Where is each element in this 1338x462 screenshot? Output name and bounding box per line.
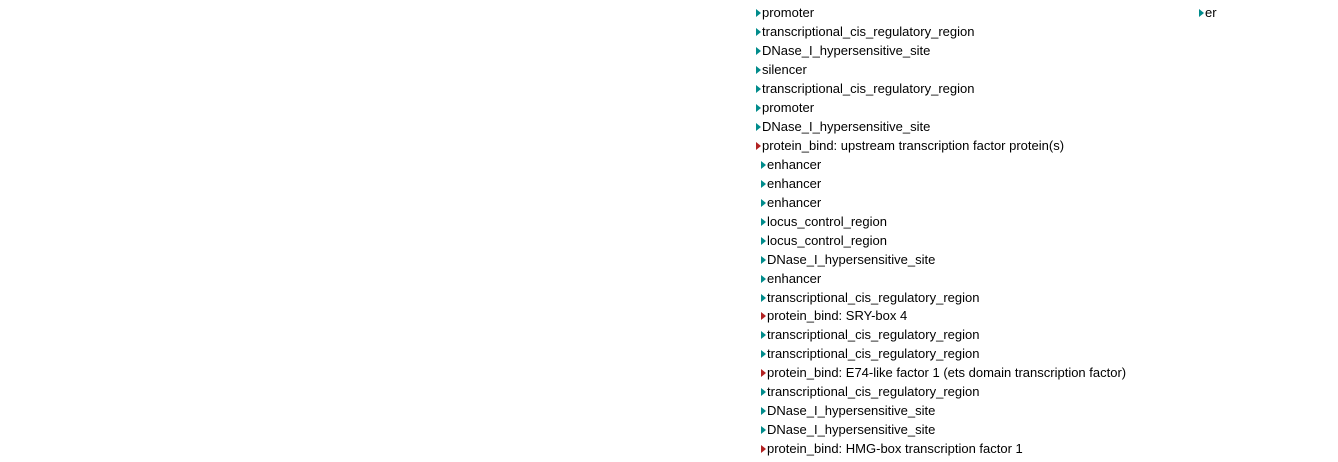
feature-arrow-icon (761, 160, 766, 169)
feature-row[interactable]: protein_bind: E74-like factor 1 (ets dom… (761, 364, 1126, 383)
feature-label: locus_control_region (767, 232, 887, 248)
feature-label: promoter (762, 100, 815, 116)
feature-arrow-icon (761, 236, 766, 245)
protein-bind-arrow-icon (761, 445, 766, 454)
feature-label: enhancer (767, 194, 822, 210)
feature-arrow-icon (756, 9, 761, 18)
feature-row[interactable]: transcriptional_cis_regulatory_region (761, 326, 1126, 345)
feature-row[interactable]: protein_bind: SRY-box 4 (761, 307, 1126, 326)
feature-arrow-icon (761, 274, 766, 283)
feature-label: locus_control_region (767, 213, 887, 229)
feature-label: transcriptional_cis_regulatory_region (767, 327, 980, 343)
feature-label: DNase_I_hypersensitive_site (767, 251, 936, 267)
feature-arrow-icon (756, 47, 761, 56)
feature-label: transcriptional_cis_regulatory_region (767, 289, 980, 305)
feature-row[interactable]: protein_bind: HMG-box transcription fact… (761, 440, 1126, 459)
feature-arrow-icon (761, 331, 766, 340)
feature-label: protein_bind: E74-like factor 1 (ets dom… (767, 365, 1127, 381)
feature-label: protein_bind: SRY-box 4 (767, 308, 908, 324)
feature-label: DNase_I_hypersensitive_site (762, 43, 931, 59)
feature-row[interactable]: enhancer (761, 269, 1126, 288)
feature-label: enhancer (767, 175, 822, 191)
feature-row[interactable]: DNase_I_hypersensitive_site (761, 421, 1126, 440)
feature-label: silencer (762, 62, 807, 78)
feature-label: DNase_I_hypersensitive_site (767, 403, 936, 419)
feature-row[interactable]: DNase_I_hypersensitive_site (761, 402, 1126, 421)
feature-arrow-icon (756, 66, 761, 75)
feature-label: transcriptional_cis_regulatory_region (767, 346, 980, 362)
feature-row[interactable]: transcriptional_cis_regulatory_region (761, 383, 1126, 402)
feature-row[interactable]: DNase_I_hypersensitive_site (761, 250, 1126, 269)
feature-arrow-icon (761, 217, 766, 226)
feature-row[interactable]: locus_control_region (761, 231, 1126, 250)
feature-row[interactable]: enhancer (761, 174, 1126, 193)
feature-arrow-icon (761, 350, 766, 359)
feature-label: er (1205, 5, 1217, 21)
protein-bind-arrow-icon (761, 369, 766, 378)
feature-row[interactable]: enhancer (761, 156, 1126, 175)
feature-label: promoter (762, 5, 815, 21)
clipped-feature-label[interactable]: er (1199, 4, 1217, 23)
feature-row[interactable]: DNase_I_hypersensitive_site (756, 118, 1126, 137)
feature-arrow-icon (761, 407, 766, 416)
feature-label: enhancer (767, 156, 822, 172)
feature-row[interactable]: DNase_I_hypersensitive_site (756, 42, 1126, 61)
feature-label: enhancer (767, 270, 822, 286)
feature-label: DNase_I_hypersensitive_site (767, 422, 936, 438)
feature-row[interactable]: locus_control_region (761, 212, 1126, 231)
feature-arrow-icon (756, 85, 761, 94)
feature-arrow-icon (761, 255, 766, 264)
feature-label: transcriptional_cis_regulatory_region (762, 81, 975, 97)
feature-row[interactable]: promoter (756, 4, 1126, 23)
feature-arrow-icon (761, 293, 766, 302)
feature-row[interactable]: transcriptional_cis_regulatory_region (761, 345, 1126, 364)
feature-arrow-icon (756, 123, 761, 132)
protein-bind-arrow-icon (756, 142, 761, 151)
feature-row[interactable]: transcriptional_cis_regulatory_region (756, 80, 1126, 99)
feature-row[interactable]: promoter (756, 99, 1126, 118)
feature-label: protein_bind: upstream transcription fac… (762, 138, 1065, 154)
feature-arrow-icon (761, 198, 766, 207)
feature-label: transcriptional_cis_regulatory_region (767, 384, 980, 400)
feature-arrow-icon (756, 104, 761, 113)
feature-label-list: promoter transcriptional_cis_regulatory_r… (756, 4, 1126, 459)
feature-row[interactable]: protein_bind: upstream transcription fac… (756, 137, 1126, 156)
protein-bind-arrow-icon (761, 312, 766, 321)
feature-row[interactable]: enhancer (761, 193, 1126, 212)
feature-arrow-icon (761, 388, 766, 397)
feature-row[interactable]: silencer (756, 61, 1126, 80)
feature-row[interactable]: transcriptional_cis_regulatory_region (761, 288, 1126, 307)
feature-row[interactable]: transcriptional_cis_regulatory_region (756, 23, 1126, 42)
feature-label: DNase_I_hypersensitive_site (762, 119, 931, 135)
feature-arrow-icon (756, 28, 761, 37)
feature-label: transcriptional_cis_regulatory_region (762, 24, 975, 40)
feature-arrow-icon (761, 179, 766, 188)
feature-arrow-icon (1199, 9, 1204, 18)
feature-arrow-icon (761, 426, 766, 435)
feature-label: protein_bind: HMG-box transcription fact… (767, 441, 1023, 457)
